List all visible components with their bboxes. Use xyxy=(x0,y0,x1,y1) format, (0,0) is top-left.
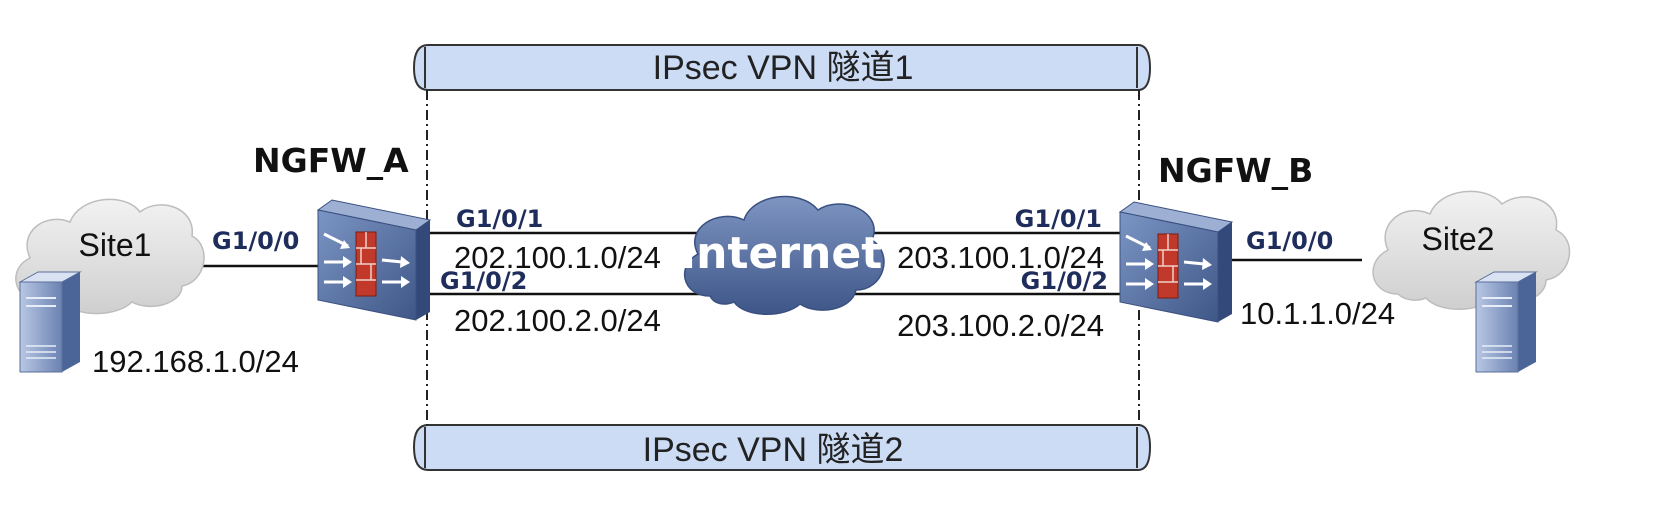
net-a-2: 202.100.2.0/24 xyxy=(454,303,661,338)
port-a-g102: G1/0/2 xyxy=(440,267,527,295)
links xyxy=(190,231,1362,296)
port-a-g100: G1/0/0 xyxy=(212,227,299,255)
site2-subnet: 10.1.1.0/24 xyxy=(1240,296,1395,331)
server-icon xyxy=(18,271,82,373)
tunnel-2-label: IPsec VPN 隧道2 xyxy=(643,431,904,469)
ngfw-b-title: NGFW_B xyxy=(1158,151,1313,190)
port-b-g101: G1/0/1 xyxy=(1015,205,1102,233)
ipsec-tunnel-2: IPsec VPN 隧道2 xyxy=(412,424,1152,471)
server-icon xyxy=(1474,271,1538,373)
site1-subnet: 192.168.1.0/24 xyxy=(92,344,299,379)
firewall-icon-a xyxy=(316,199,432,321)
ipsec-tunnel-1: IPsec VPN 隧道1 xyxy=(412,44,1152,91)
net-a-1: 202.100.1.0/24 xyxy=(454,240,661,275)
ngfw-a-title: NGFW_A xyxy=(253,141,409,180)
port-a-g101: G1/0/1 xyxy=(456,205,543,233)
net-b-1: 203.100.1.0/24 xyxy=(897,240,1104,275)
site1-label: Site1 xyxy=(79,227,152,263)
firewall-icon-b xyxy=(1118,201,1234,323)
site2-label: Site2 xyxy=(1422,221,1495,257)
internet-cloud: Internet xyxy=(680,195,885,315)
internet-label: Internet xyxy=(680,228,882,279)
net-b-2: 203.100.2.0/24 xyxy=(897,308,1104,343)
tunnel-1-label: IPsec VPN 隧道1 xyxy=(653,49,914,87)
port-b-g100: G1/0/0 xyxy=(1246,227,1333,255)
port-b-g102: G1/0/2 xyxy=(1021,267,1108,295)
site2-cloud: Site2 xyxy=(1372,190,1571,310)
